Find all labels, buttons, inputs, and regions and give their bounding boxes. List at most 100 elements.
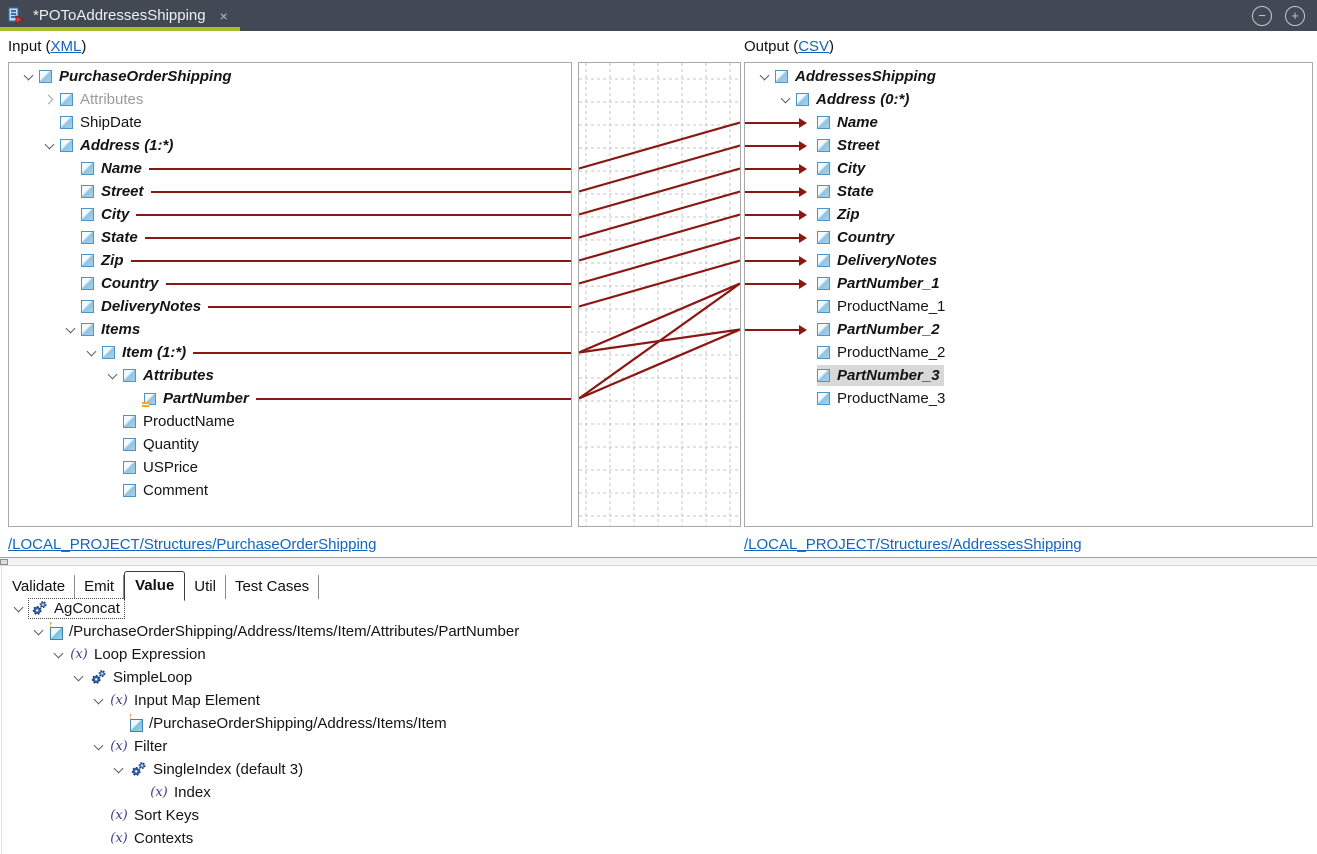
- node-partnumber: PartNumber: [142, 388, 253, 409]
- mapping-line-item-1-to-partnumber-1[interactable]: [579, 282, 740, 354]
- chevron-down-icon[interactable]: [775, 98, 796, 102]
- mapping-line-start: [144, 236, 571, 239]
- output-structure-path-link[interactable]: /LOCAL_PROJECT/Structures/AddressesShipp…: [744, 536, 1082, 553]
- output-tree-row-street[interactable]: Street: [745, 134, 1312, 157]
- input-tree-row-shipdate[interactable]: ShipDate: [9, 111, 571, 134]
- input-tree-row-purchaseordershipping[interactable]: PurchaseOrderShipping: [9, 65, 571, 88]
- input-tree-row-deliverynotes[interactable]: DeliveryNotes: [9, 295, 571, 318]
- output-tree-row-address-0[interactable]: Address (0:*): [745, 88, 1312, 111]
- mapping-line-partnumber-to-partnumber-2[interactable]: [579, 328, 740, 400]
- value-tree-row-singleindex-default-3[interactable]: SingleIndex (default 3): [3, 758, 1313, 781]
- output-tree-row-partnumber-3[interactable]: PartNumber_3: [745, 364, 1312, 387]
- input-tree-row-attributes[interactable]: Attributes: [9, 88, 571, 111]
- element-node-icon: [81, 185, 94, 198]
- value-tree-row-sort-keys[interactable]: (x)Sort Keys: [3, 804, 1313, 827]
- value-tree-row-loop-expression[interactable]: (x)Loop Expression: [3, 643, 1313, 666]
- output-tree-row-addressesshipping[interactable]: AddressesShipping: [745, 65, 1312, 88]
- input-tree-row-address-1[interactable]: Address (1:*): [9, 134, 571, 157]
- node-label: AgConcat: [54, 600, 120, 617]
- chevron-down-icon[interactable]: [102, 374, 123, 378]
- input-tree-row-state[interactable]: State: [9, 226, 571, 249]
- input-tree-row-zip[interactable]: Zip: [9, 249, 571, 272]
- mapping-line-zip-to-zip[interactable]: [579, 213, 740, 262]
- mapping-canvas[interactable]: [579, 63, 740, 526]
- tab-emit[interactable]: Emit: [75, 575, 125, 600]
- output-tree-row-partnumber-2[interactable]: PartNumber_2: [745, 318, 1312, 341]
- input-structure-path-link[interactable]: /LOCAL_PROJECT/Structures/PurchaseOrderS…: [8, 536, 377, 553]
- node-state: State: [817, 181, 878, 202]
- chevron-down-icon[interactable]: [754, 75, 775, 79]
- chevron-down-icon[interactable]: [39, 144, 60, 148]
- tab-test-cases[interactable]: Test Cases: [225, 575, 320, 600]
- node-label: Zip: [101, 252, 124, 269]
- node-loop-expression: (x)Loop Expression: [68, 645, 210, 664]
- chevron-down-icon[interactable]: [89, 699, 108, 703]
- mapping-line-partnumber-to-partnumber-1[interactable]: [579, 282, 740, 400]
- tab-util[interactable]: Util: [185, 575, 226, 600]
- value-tree-row-purchaseordershipping-address-items-item-attributes-partnumber[interactable]: /PurchaseOrderShipping/Address/Items/Ite…: [3, 619, 1313, 643]
- input-tree-row-street[interactable]: Street: [9, 180, 571, 203]
- input-tree-row-quantity[interactable]: Quantity: [9, 433, 571, 456]
- chevron-down-icon[interactable]: [18, 75, 39, 79]
- mapping-line-state-to-state[interactable]: [579, 190, 740, 239]
- output-tree-row-deliverynotes[interactable]: DeliveryNotes: [745, 249, 1312, 272]
- tab-validate[interactable]: Validate: [3, 575, 76, 600]
- mapping-line-country-to-country[interactable]: [579, 236, 740, 285]
- close-tab-icon[interactable]: ×: [219, 7, 228, 24]
- output-tree-row-country[interactable]: Country: [745, 226, 1312, 249]
- input-tree-row-comment[interactable]: Comment: [9, 479, 571, 502]
- output-tree-row-state[interactable]: State: [745, 180, 1312, 203]
- value-tree-row-index[interactable]: (x)Index: [3, 781, 1313, 804]
- value-tree-row-purchaseordershipping-address-items-item[interactable]: /PurchaseOrderShipping/Address/Items/Ite…: [3, 711, 1313, 735]
- output-tree-row-city[interactable]: City: [745, 157, 1312, 180]
- node-items: Items: [81, 319, 144, 340]
- output-tree-row-productname-2[interactable]: ProductName_2: [745, 341, 1312, 364]
- chevron-down-icon[interactable]: [89, 745, 108, 749]
- value-tree-row-input-map-element[interactable]: (x)Input Map Element: [3, 689, 1313, 712]
- horizontal-splitter[interactable]: [0, 557, 1317, 566]
- element-node-icon: [123, 484, 136, 497]
- input-format-link[interactable]: XML: [50, 38, 82, 55]
- value-tree-row-agconcat[interactable]: AgConcat: [3, 597, 1313, 620]
- chevron-down-icon[interactable]: [9, 607, 28, 611]
- node-deliverynotes: DeliveryNotes: [81, 296, 205, 317]
- input-tree-row-name[interactable]: Name: [9, 157, 571, 180]
- splitter-grip[interactable]: [0, 559, 8, 565]
- output-tree-row-name[interactable]: Name: [745, 111, 1312, 134]
- input-tree-row-partnumber[interactable]: PartNumber: [9, 387, 571, 410]
- chevron-down-icon[interactable]: [69, 676, 88, 680]
- value-tree-row-simpleloop[interactable]: SimpleLoop: [3, 666, 1313, 689]
- input-tree-row-city[interactable]: City: [9, 203, 571, 226]
- mapping-line-street-to-street[interactable]: [579, 144, 740, 193]
- expand-circle-icon[interactable]: +: [1285, 5, 1305, 26]
- mapping-line-name-to-name[interactable]: [579, 121, 740, 170]
- document-tab[interactable]: *POToAddressesShipping ×: [0, 0, 240, 31]
- chevron-down-icon[interactable]: [60, 328, 81, 332]
- collapse-circle-icon[interactable]: −: [1252, 5, 1272, 26]
- tab-value[interactable]: Value: [124, 571, 186, 602]
- chevron-down-icon[interactable]: [109, 768, 128, 772]
- chevron-right-icon[interactable]: [39, 96, 60, 103]
- output-tree-row-productname-3[interactable]: ProductName_3: [745, 387, 1312, 410]
- element-node-icon: [775, 70, 788, 83]
- input-tree-row-attributes[interactable]: Attributes: [9, 364, 571, 387]
- input-tree-row-items[interactable]: Items: [9, 318, 571, 341]
- chevron-down-icon[interactable]: [29, 630, 48, 634]
- value-tree-row-contexts[interactable]: (x)Contexts: [3, 827, 1313, 850]
- input-tree-row-item-1[interactable]: Item (1:*): [9, 341, 571, 364]
- value-tree-row-filter[interactable]: (x)Filter: [3, 735, 1313, 758]
- input-tree-row-productname[interactable]: ProductName: [9, 410, 571, 433]
- chevron-down-icon[interactable]: [49, 653, 68, 657]
- output-format-link[interactable]: CSV: [798, 38, 830, 55]
- input-tree-row-usprice[interactable]: USPrice: [9, 456, 571, 479]
- chevron-down-icon[interactable]: [81, 351, 102, 355]
- element-node-icon: [817, 369, 830, 382]
- mapping-line-deliverynotes-to-deliverynotes[interactable]: [579, 259, 740, 308]
- output-tree-row-productname-1[interactable]: ProductName_1: [745, 295, 1312, 318]
- output-tree-row-zip[interactable]: Zip: [745, 203, 1312, 226]
- output-tree-row-partnumber-1[interactable]: PartNumber_1: [745, 272, 1312, 295]
- input-tree-row-country[interactable]: Country: [9, 272, 571, 295]
- input-pane-header: Input (XML): [8, 38, 86, 55]
- mapping-line-city-to-city[interactable]: [579, 167, 740, 216]
